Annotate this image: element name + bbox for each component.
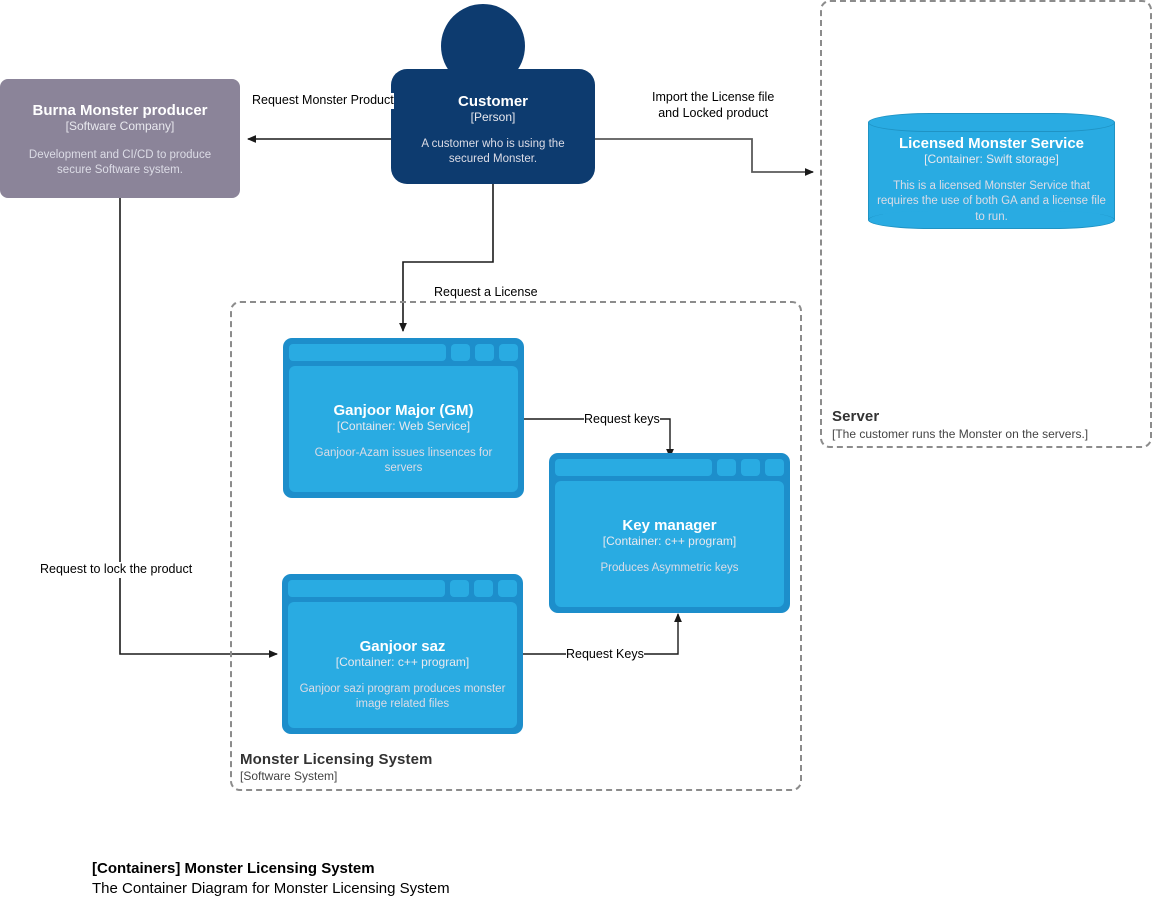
window-content: Ganjoor Major (GM) [Container: Web Servi… [289, 366, 518, 492]
edge-label-request-to-lock: Request to lock the product [40, 562, 193, 578]
window-button-icon-1 [451, 344, 470, 361]
customer-subtitle: [Person] [470, 110, 516, 125]
window-urlbar-icon [288, 580, 445, 597]
diagram-subtitle: The Container Diagram for Monster Licens… [92, 880, 450, 898]
ganjoor-major-subtitle: [Container: Web Service] [336, 419, 471, 434]
ganjoor-saz-subtitle: [Container: c++ program] [335, 655, 470, 670]
import-license-line2: and Locked product [658, 105, 769, 120]
cylinder-text: Licensed Monster Service [Container: Swi… [868, 135, 1115, 225]
node-licensed-monster-service[interactable]: Licensed Monster Service [Container: Swi… [868, 113, 1115, 229]
boundary-server-sublabel: [The customer runs the Monster on the se… [832, 427, 1089, 441]
edge-customer-to-server [595, 138, 814, 176]
window-urlbar-icon [289, 344, 446, 361]
key-manager-description: Produces Asymmetric keys [600, 561, 739, 574]
boundary-server-label: Server [832, 408, 880, 425]
key-manager-title: Key manager [622, 517, 717, 534]
burna-title: Burna Monster producer [32, 102, 208, 119]
lms-description: This is a licensed Monster Service that … [877, 179, 1106, 223]
window-button-icon-1 [717, 459, 736, 476]
window-button-icon-1 [450, 580, 469, 597]
node-customer[interactable]: Customer [Person] A customer who is usin… [391, 0, 595, 184]
window-content: Key manager [Container: c++ program] Pro… [555, 481, 784, 607]
key-manager-subtitle: [Container: c++ program] [602, 534, 737, 549]
diagram-footer: [Containers] Monster Licensing System Th… [92, 859, 792, 900]
lms-title: Licensed Monster Service [898, 135, 1085, 152]
edge-label-import-license: Import the License file and Locked produ… [652, 90, 775, 122]
cylinder-bottom-ellipse [868, 211, 1115, 229]
lms-subtitle: [Container: Swift storage] [924, 152, 1059, 167]
window-titlebar [288, 580, 517, 597]
ganjoor-major-description: Ganjoor-Azam issues linsences for server… [314, 446, 493, 475]
node-ganjoor-saz[interactable]: Ganjoor saz [Container: c++ program] Gan… [282, 574, 523, 734]
node-burna-monster-producer[interactable]: Burna Monster producer [Software Company… [0, 79, 240, 198]
ganjoor-major-title: Ganjoor Major (GM) [333, 402, 474, 419]
window-button-icon-2 [474, 580, 493, 597]
customer-title: Customer [457, 93, 528, 110]
window-titlebar [289, 344, 518, 361]
import-license-line1: Import the License file [652, 90, 775, 104]
window-titlebar [555, 459, 784, 476]
edge-label-request-monster-product: Request Monster Product [252, 93, 394, 109]
customer-description: A customer who is using the secured Mons… [421, 137, 565, 166]
node-key-manager[interactable]: Key manager [Container: c++ program] Pro… [549, 453, 790, 613]
window-content: Ganjoor saz [Container: c++ program] Gan… [288, 602, 517, 728]
window-button-icon-2 [741, 459, 760, 476]
cylinder-top-ellipse [868, 113, 1115, 132]
window-button-icon-3 [765, 459, 784, 476]
edge-label-request-keys-lower: Request Keys [566, 647, 644, 663]
window-button-icon-3 [499, 344, 518, 361]
window-button-icon-3 [498, 580, 517, 597]
boundary-server [820, 0, 1152, 448]
diagram-title: [Containers] Monster Licensing System [92, 860, 375, 877]
boundary-monster-licensing-system [230, 301, 802, 791]
ganjoor-saz-title: Ganjoor saz [359, 638, 446, 655]
node-ganjoor-major[interactable]: Ganjoor Major (GM) [Container: Web Servi… [283, 338, 524, 498]
boundary-mls-sublabel: [Software System] [240, 769, 338, 783]
cylinder-body [868, 122, 1115, 220]
edge-label-request-a-license: Request a License [434, 285, 538, 301]
window-urlbar-icon [555, 459, 712, 476]
window-button-icon-2 [475, 344, 494, 361]
burna-subtitle: [Software Company] [65, 119, 175, 134]
boundary-mls-label: Monster Licensing System [240, 751, 433, 768]
person-body: Customer [Person] A customer who is usin… [391, 69, 595, 184]
burna-description: Development and CI/CD to produce secure … [28, 148, 212, 177]
edge-label-request-keys-upper: Request keys [584, 412, 660, 428]
ganjoor-saz-description: Ganjoor sazi program produces monster im… [299, 682, 506, 711]
